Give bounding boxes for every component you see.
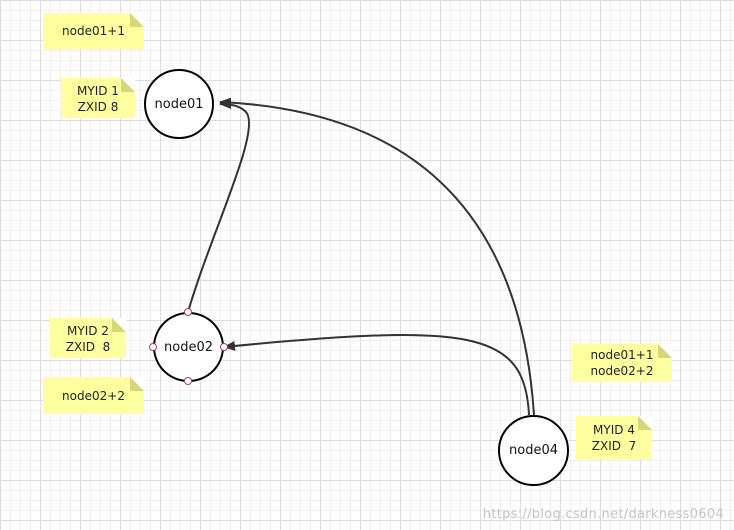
- connection-port-left[interactable]: [149, 343, 157, 351]
- note-line: node02+2: [590, 364, 654, 378]
- note-line: node01+1: [62, 24, 125, 38]
- node-label: node02: [164, 339, 213, 355]
- edge-node04-to-node02: [223, 334, 530, 416]
- watermark-text: https://blog.csdn.net/darkness0604: [482, 507, 724, 522]
- note-line: ZXID 8: [65, 340, 111, 354]
- info-note-node01: MYID 1 ZXID 8: [61, 78, 135, 118]
- note-line: ZXID 7: [591, 439, 637, 453]
- note-line: node01+1: [590, 348, 654, 362]
- connection-port-top[interactable]: [184, 308, 192, 316]
- note-line: MYID 2: [67, 324, 109, 338]
- node-label: node01: [154, 96, 204, 112]
- node04-circle[interactable]: node04: [498, 415, 569, 486]
- note-line: MYID 4: [593, 423, 635, 437]
- info-note-node02: MYID 2 ZXID 8: [50, 318, 126, 358]
- connection-port-right[interactable]: [220, 343, 228, 351]
- connection-port-bottom[interactable]: [184, 377, 192, 385]
- vote-note-node01: node01+1: [43, 13, 144, 49]
- edge-node04-to-node01: [219, 97, 535, 416]
- node-label: node04: [509, 443, 558, 458]
- info-note-node04: MYID 4 ZXID 7: [576, 416, 652, 459]
- note-line: MYID 1: [77, 84, 119, 98]
- note-line: ZXID 8: [77, 100, 119, 114]
- vote-note-node02: node02+2: [43, 377, 144, 414]
- node02-circle[interactable]: node02: [153, 312, 224, 382]
- edge-node02-to-node01: [187, 99, 251, 313]
- node01-circle[interactable]: node01: [144, 69, 214, 139]
- vote-note-node04: node01+1 node02+2: [572, 344, 672, 382]
- note-line: node02+2: [62, 389, 125, 403]
